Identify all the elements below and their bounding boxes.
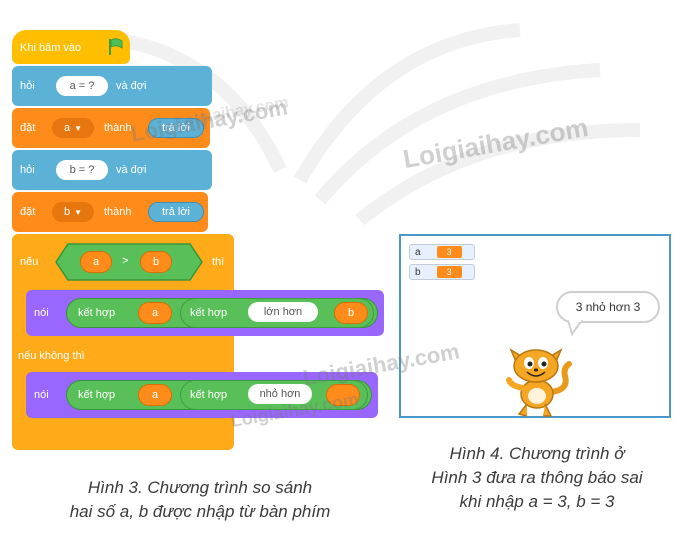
figure-4-caption-line2: Hình 3 đưa ra thông báo sai (431, 468, 643, 487)
greater-than-symbol: > (122, 255, 129, 267)
else-label: nếu không thì (18, 350, 85, 362)
set-b-block[interactable]: đặt b ▼ thành trả lời (12, 192, 208, 232)
ask-verb: hỏi (20, 80, 35, 92)
ask-suffix: và đợi (116, 164, 147, 176)
join-label: kết hợp (190, 389, 228, 401)
variable-a-name: a (63, 122, 71, 134)
ask-verb: hỏi (20, 164, 35, 176)
green-flag-icon (109, 38, 123, 55)
set-to-label: thành (104, 206, 132, 218)
variable-monitor-a: a 3 (409, 244, 475, 260)
set-a-block[interactable]: đặt a ▼ thành trả lời (12, 108, 210, 148)
variable-a-reporter[interactable]: a (138, 302, 172, 324)
variable-b-dropdown[interactable]: b ▼ (52, 202, 94, 222)
join-label: kết hợp (190, 307, 228, 319)
join-label: kết hợp (78, 389, 116, 401)
variable-b-name: b (63, 206, 71, 218)
chevron-down-icon: ▼ (74, 207, 83, 217)
set-verb: đặt (20, 206, 36, 218)
join-label: kết hợp (78, 307, 116, 319)
empty-reporter-slot[interactable] (326, 384, 360, 406)
when-flag-clicked-block[interactable]: Khi bấm vào (12, 30, 130, 64)
variable-a-reporter[interactable]: a (138, 384, 172, 406)
speech-bubble: 3 nhỏ hơn 3 (556, 291, 660, 323)
ask-b-block[interactable]: hỏi b = ? và đợi (12, 150, 212, 190)
monitor-b-name: b (415, 266, 421, 278)
monitor-a-name: a (415, 246, 421, 258)
variable-a-reporter[interactable]: a (80, 251, 112, 273)
monitor-a-value: 3 (436, 246, 462, 258)
answer-reporter[interactable]: trả lời (148, 202, 204, 222)
figure-3-caption-line2: hai số a, b được nhập từ bàn phím (69, 502, 331, 521)
stage-panel[interactable]: a 3 b 3 (399, 234, 671, 418)
text-greater-input[interactable]: lớn hơn (248, 302, 318, 322)
speech-text: 3 nhỏ hơn 3 (575, 300, 641, 314)
ask-a-block[interactable]: hỏi a = ? và đợi (12, 66, 212, 106)
speech-bubble-tail (566, 320, 584, 336)
say-verb: nói (34, 389, 49, 401)
answer-reporter[interactable]: trả lời (148, 118, 204, 138)
if-label: nếu (20, 256, 39, 268)
then-label: thì (212, 256, 225, 268)
ask-a-prompt-input[interactable]: a = ? (56, 76, 108, 96)
ask-suffix: và đợi (116, 80, 147, 92)
say-less-block[interactable]: nói kết hợp a kết hợp nhỏ hơn (26, 372, 378, 418)
if-arm (12, 290, 28, 344)
say-greater-block[interactable]: nói kết hợp a kết hợp lớn hơn b (26, 290, 384, 336)
set-to-label: thành (104, 122, 132, 134)
figure-3-caption: Hình 3. Chương trình so sánh hai số a, b… (10, 476, 390, 524)
set-verb: đặt (20, 122, 36, 134)
variable-a-dropdown[interactable]: a ▼ (52, 118, 94, 138)
figure-3-caption-line1: Hình 3. Chương trình so sánh (87, 478, 313, 497)
variable-b-reporter[interactable]: b (140, 251, 172, 273)
variable-monitor-b: b 3 (409, 264, 475, 280)
chevron-down-icon: ▼ (74, 123, 83, 133)
figure-4-caption: Hình 4. Chương trình ở Hình 3 đưa ra thô… (392, 442, 682, 514)
text-less-input[interactable]: nhỏ hơn (248, 384, 312, 404)
figure-4-caption-line1: Hình 4. Chương trình ở (449, 444, 625, 463)
variable-b-reporter[interactable]: b (334, 302, 368, 324)
figure-4-caption-line3: khi nhập a = 3, b = 3 (459, 492, 615, 511)
monitor-b-value: 3 (436, 266, 462, 278)
greater-than-operator[interactable] (54, 242, 204, 282)
say-verb: nói (34, 307, 49, 319)
ask-b-prompt-input[interactable]: b = ? (56, 160, 108, 180)
when-flag-label: Khi bấm vào (20, 42, 82, 54)
cat-sprite-icon[interactable] (499, 336, 573, 418)
